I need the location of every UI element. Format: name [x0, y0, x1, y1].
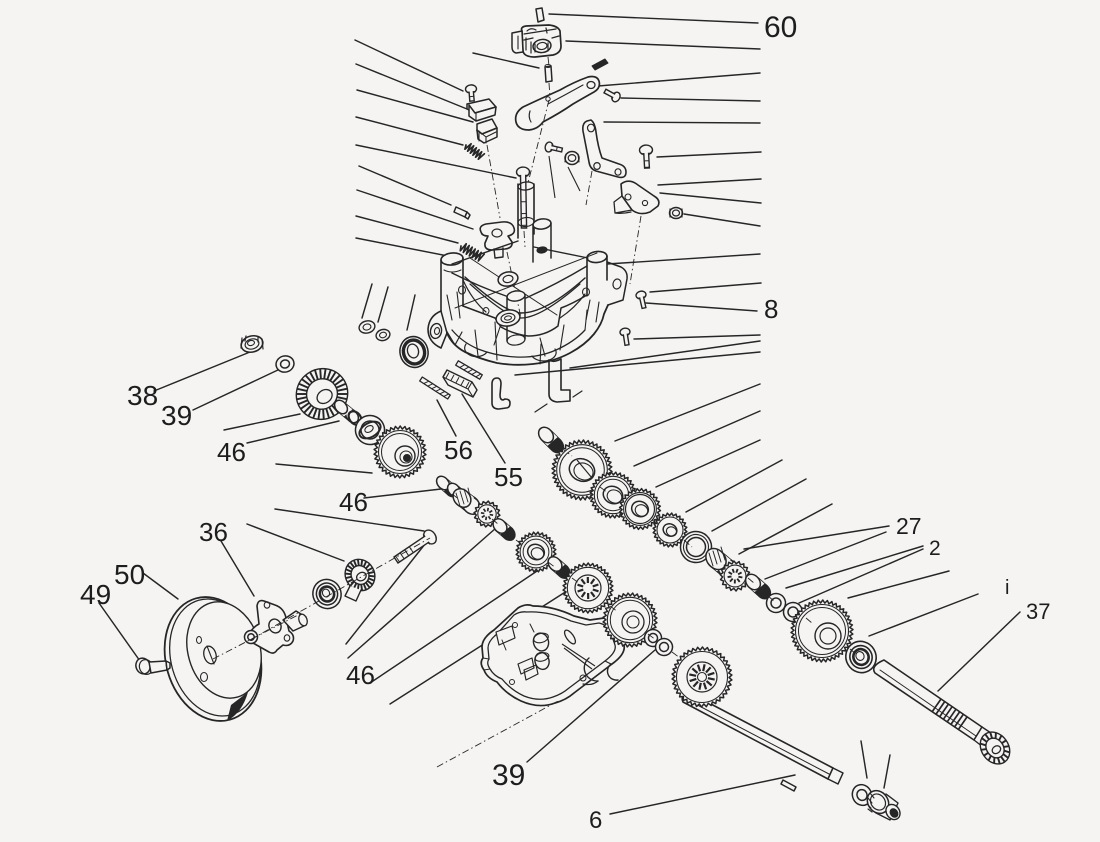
svg-text:46: 46 [339, 487, 368, 517]
svg-text:46: 46 [217, 437, 246, 467]
svg-text:6: 6 [589, 807, 602, 834]
svg-text:2: 2 [929, 537, 941, 560]
svg-text:38: 38 [127, 380, 158, 411]
svg-text:56: 56 [444, 435, 473, 465]
svg-text:49: 49 [80, 579, 111, 610]
svg-text:37: 37 [1026, 599, 1050, 624]
svg-text:39: 39 [492, 759, 525, 792]
svg-text:8: 8 [764, 294, 778, 324]
svg-text:46: 46 [346, 660, 375, 690]
svg-text:27: 27 [896, 513, 922, 539]
svg-text:60: 60 [764, 11, 797, 44]
svg-text:50: 50 [114, 559, 145, 590]
svg-text:55: 55 [494, 462, 523, 492]
svg-text:36: 36 [199, 517, 228, 547]
svg-text:39: 39 [161, 400, 192, 431]
svg-text:i: i [1005, 577, 1009, 599]
